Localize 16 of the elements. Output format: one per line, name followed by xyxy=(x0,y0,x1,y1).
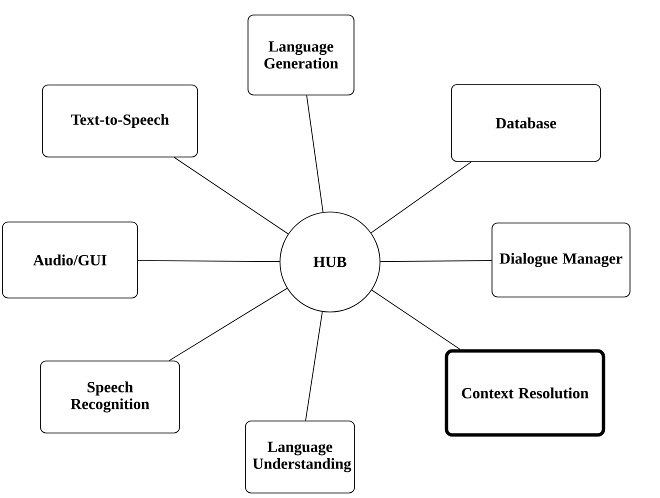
component-box: Language Understanding xyxy=(245,420,355,494)
component-box: Database xyxy=(451,84,601,162)
connector-line xyxy=(168,288,288,361)
connector-line xyxy=(305,311,323,421)
component-box: Language Generation xyxy=(248,14,354,96)
connector-line xyxy=(370,161,472,234)
connector-line xyxy=(380,260,492,262)
component-box: Context Resolution xyxy=(444,349,606,437)
component-box: Text-to-Speech xyxy=(42,84,198,158)
connector-line xyxy=(371,290,460,350)
connector-line xyxy=(138,260,280,262)
component-box: Audio/GUI xyxy=(2,222,138,298)
component-box: Dialogue Manager xyxy=(492,222,630,298)
connector-line xyxy=(174,156,289,234)
connector-line xyxy=(306,94,324,212)
component-box: Speech Recognition xyxy=(40,360,180,434)
